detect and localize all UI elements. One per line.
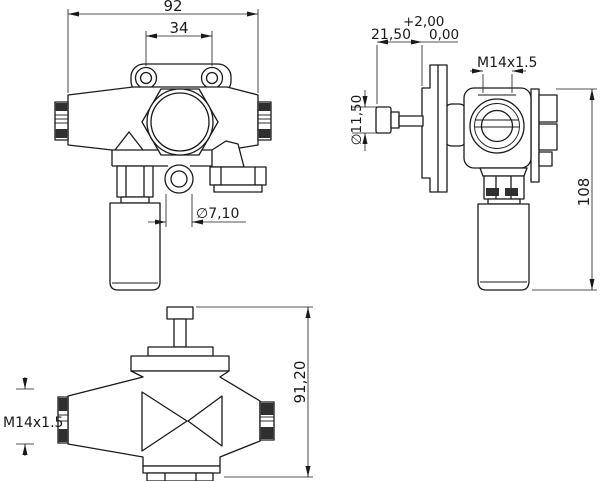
stem-shaft-bottom <box>173 318 187 348</box>
right-plate <box>530 88 540 183</box>
dim-knob-diameter-label: ∅11,50 <box>349 95 365 145</box>
bonnet-flange <box>130 355 230 372</box>
hex-nut-left <box>116 165 154 198</box>
dim-thread-bottom: M14x1.5 <box>3 377 63 456</box>
side-view <box>375 64 558 291</box>
bonnet-plate <box>147 346 214 357</box>
coil-cylinder <box>109 202 161 291</box>
thread-spec-bottom-label: M14x1.5 <box>3 415 63 431</box>
port-left-bottom <box>57 396 69 444</box>
hex-fitting-right <box>209 166 267 186</box>
dim-overall-height-side-label: 108 <box>575 178 593 207</box>
port-left-front <box>54 101 69 141</box>
stem-shaft <box>398 115 424 127</box>
dim-stem-tol-upper-label: +2,00 <box>403 14 444 30</box>
valve-body-bottom <box>67 370 261 467</box>
body-facet-left <box>141 391 188 452</box>
dim-overall-height-side: 108 <box>532 88 597 291</box>
flange-plate <box>421 64 448 193</box>
right-block-upper <box>538 94 558 123</box>
dim-pilot-hole: ∅7,10 <box>148 194 246 227</box>
dim-stem-length: +2,00 21,50 0,00 <box>371 14 459 104</box>
bottom-nut <box>146 472 214 481</box>
dim-overall-width: 92 <box>67 0 259 93</box>
stem-knob-bottom <box>166 306 194 320</box>
body-facet-right <box>187 395 223 447</box>
port-bore <box>480 109 514 143</box>
port-right-front <box>257 101 272 141</box>
casting-lug-left <box>114 131 144 151</box>
dim-hole-spacing-label: 34 <box>169 19 188 37</box>
dim-overall-height-bottom-label: 91,20 <box>291 361 309 404</box>
washer-right <box>213 184 263 193</box>
front-view <box>54 63 272 291</box>
bottom-view <box>57 306 275 481</box>
right-block-lower <box>538 123 558 151</box>
collar <box>120 196 150 204</box>
valve-body-side <box>463 87 532 169</box>
stem-knob <box>375 106 392 134</box>
casting-lug-right <box>211 140 245 168</box>
port-face-outer <box>469 98 525 154</box>
dim-stem-tol-lower-label: 0,00 <box>429 27 459 43</box>
dim-stem-length-label: 21,50 <box>371 27 411 43</box>
dim-hole-spacing: 34 <box>145 19 213 66</box>
dim-overall-width-label: 92 <box>163 0 182 15</box>
pilot-hole <box>170 170 188 188</box>
dim-overall-height-bottom: 91,20 <box>196 306 313 478</box>
dim-pilot-hole-label: ∅7,10 <box>196 206 239 222</box>
dim-thread-side: M14x1.5 <box>470 55 537 93</box>
dim-knob-diameter: ∅11,50 <box>349 90 380 151</box>
port-right-bottom <box>259 401 275 441</box>
thread-spec-side-label: M14x1.5 <box>477 55 537 71</box>
coil-cylinder-side <box>477 203 530 291</box>
neck <box>479 167 528 177</box>
